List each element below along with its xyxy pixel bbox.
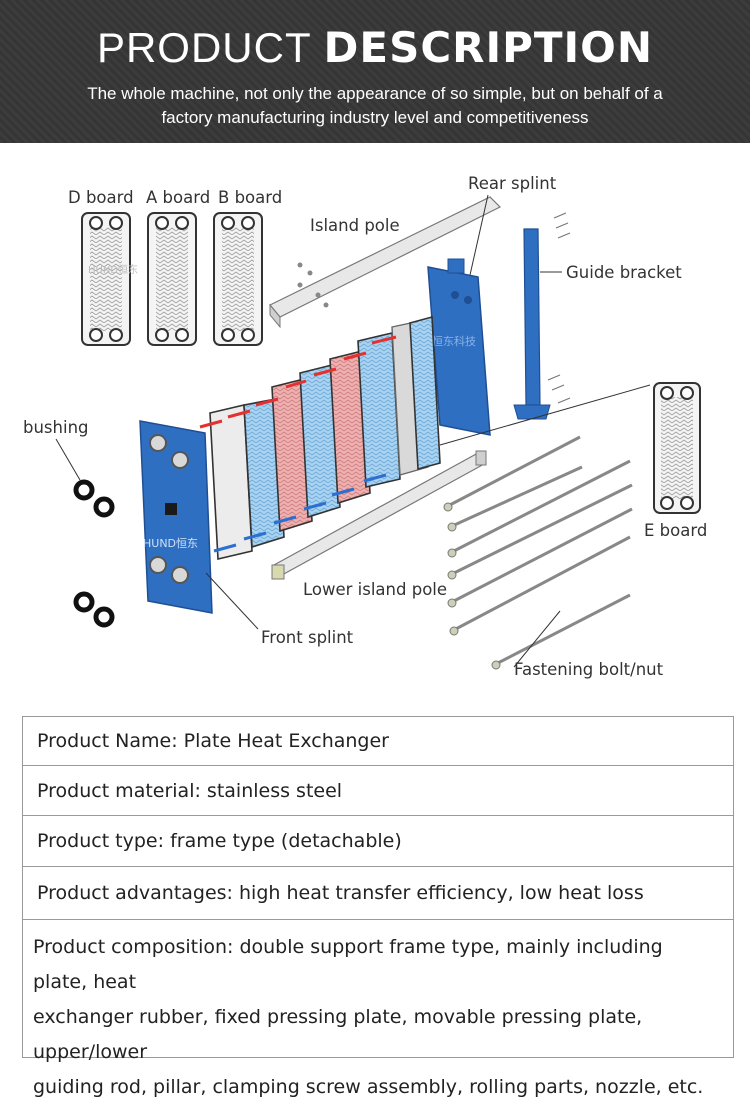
page-subtitle: The whole machine, not only the appearan… <box>40 82 710 130</box>
spec-row-advantages: Product advantages: high heat transfer e… <box>23 867 733 920</box>
lower-island-pole <box>271 450 487 580</box>
title-light: PRODUCT <box>96 24 311 71</box>
d-board <box>81 212 131 346</box>
e-board <box>653 382 701 514</box>
bushings <box>73 479 115 628</box>
b-board <box>213 212 263 346</box>
label-b-board: B board <box>218 188 282 207</box>
plate-stack <box>209 315 441 560</box>
header-banner: PRODUCT DESCRIPTION The whole machine, n… <box>0 0 750 143</box>
composition-line-3: guiding rod, pillar, clamping screw asse… <box>33 1076 704 1098</box>
watermark-1: HUND恒东 <box>143 537 198 550</box>
island-pole <box>269 196 502 329</box>
composition-line-1: Product composition: double support fram… <box>33 936 663 993</box>
label-bushing: bushing <box>23 418 89 437</box>
label-front-splint: Front splint <box>261 628 354 647</box>
label-e-board: E board <box>644 521 707 540</box>
bolt-nuts <box>443 502 501 670</box>
title-bold: DESCRIPTION <box>323 23 654 72</box>
spec-row-composition: Product composition: double support fram… <box>23 920 733 1098</box>
flow-arrows <box>199 335 397 553</box>
rear-splint <box>427 258 491 436</box>
subtitle-line-1: The whole machine, not only the appearan… <box>87 84 663 103</box>
label-a-board: A board <box>146 188 210 207</box>
spec-row-type: Product type: frame type (detachable) <box>23 816 733 867</box>
label-d-board: D board <box>68 188 134 207</box>
front-splint <box>139 420 213 614</box>
watermark-3: 恒东科技 <box>432 334 476 348</box>
label-guide-bracket: Guide bracket <box>566 263 682 282</box>
label-fastening-bolt-nut: Fastening bolt/nut <box>514 660 664 679</box>
exploded-view-diagram: D board A board B board Island pole Rear… <box>23 174 707 679</box>
spec-row-name: Product Name: Plate Heat Exchanger <box>23 717 733 766</box>
spec-row-material: Product material: stainless steel <box>23 766 733 816</box>
watermark-2: HUND恒东 <box>88 263 138 276</box>
label-lower-island-pole: Lower island pole <box>303 580 447 599</box>
bolt-cluster-rear <box>547 212 571 404</box>
spec-table: Product Name: Plate Heat Exchanger Produ… <box>22 716 734 1098</box>
subtitle-line-2: factory manufacturing industry level and… <box>161 108 589 127</box>
label-rear-splint: Rear splint <box>468 174 557 193</box>
a-board <box>147 212 197 346</box>
fastening-bolts <box>445 435 633 667</box>
page-title: PRODUCT DESCRIPTION <box>0 24 750 72</box>
composition-line-2: exchanger rubber, fixed pressing plate, … <box>33 1006 643 1063</box>
label-island-pole: Island pole <box>310 216 400 235</box>
guide-bracket <box>513 228 551 420</box>
